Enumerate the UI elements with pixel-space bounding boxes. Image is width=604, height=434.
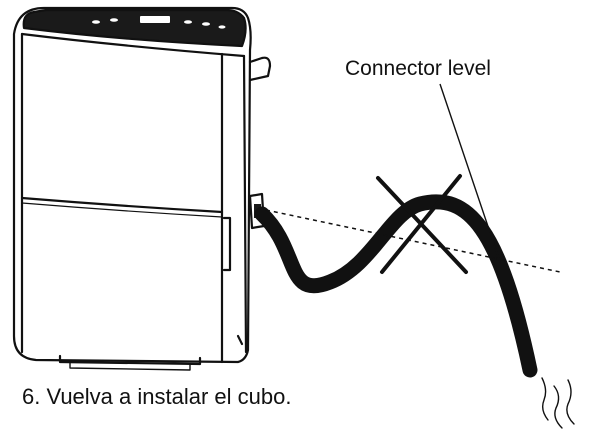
callout-leader-line — [439, 83, 501, 263]
water-flow-marks — [541, 377, 575, 429]
connector-level-line — [265, 209, 561, 273]
step-caption: 6. Vuelva a instalar el cubo. — [22, 384, 292, 409]
dehumidifier-unit — [12, 6, 272, 371]
incorrect-x-mark — [376, 174, 468, 274]
connector-level-label: Connector level — [345, 57, 491, 80]
dehumidifier-body — [12, 6, 252, 364]
panel-buttons — [92, 16, 226, 29]
side-handle — [248, 56, 272, 82]
drain-hose — [254, 194, 538, 378]
top-control-panel — [22, 8, 247, 48]
